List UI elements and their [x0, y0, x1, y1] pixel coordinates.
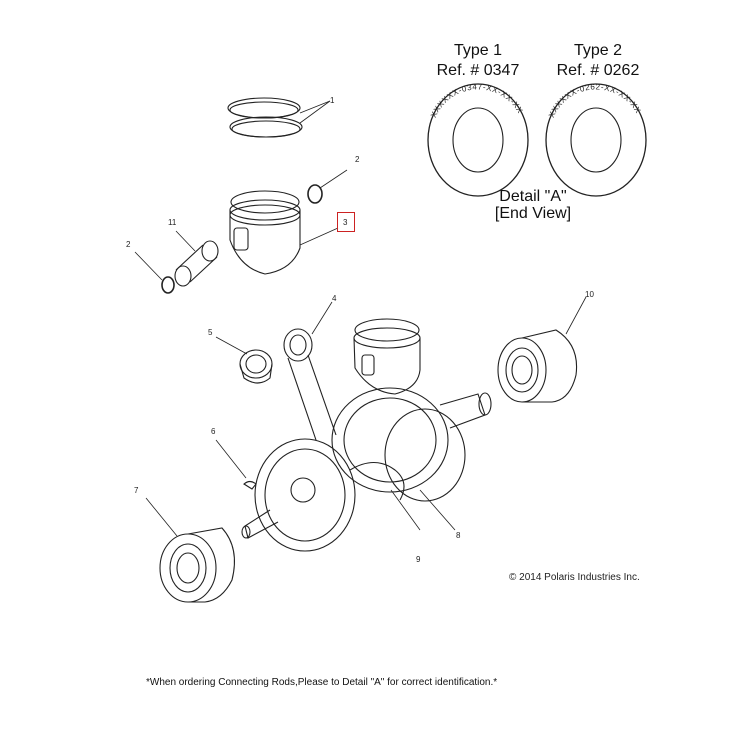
type1-title: Type 1: [453, 42, 503, 59]
svg-text:XXXXXX-0262-XX-XX-XX: XXXXXX-0262-XX-XX-XX: [547, 82, 643, 119]
callout-2-lower: 2: [126, 240, 131, 249]
crankshaft: [241, 387, 492, 552]
wrist-pin: [174, 230, 219, 287]
callout-4: 4: [332, 294, 337, 303]
callout-3: 3: [343, 218, 348, 227]
callout-5: 5: [208, 328, 213, 337]
callout-9: 9: [416, 555, 421, 564]
callout-6: 6: [211, 427, 216, 436]
type1-stamp-text: XXXXXX-0347-XX-XX-XX: [429, 82, 524, 119]
bearing-right: [497, 296, 587, 403]
callout-8: 8: [456, 531, 461, 540]
piston: [229, 190, 339, 275]
type2-title: Type 2: [573, 42, 623, 59]
callout-1: 1: [330, 96, 335, 105]
circlip-lower: [134, 251, 175, 294]
type1-ref: Ref. # 0347: [436, 62, 520, 79]
woodruff-key: [215, 439, 257, 490]
svg-text:XXXXXX-0347-XX-XX-XX: XXXXXX-0347-XX-XX-XX: [429, 82, 525, 119]
callout-10: 10: [585, 290, 594, 299]
copyright-notice: © 2014 Polaris Industries Inc.: [509, 572, 640, 583]
detail-subcaption: [End View]: [494, 205, 572, 222]
type2-ref: Ref. # 0262: [556, 62, 640, 79]
circlip-upper: [307, 169, 348, 204]
ordering-footnote: *When ordering Connecting Rods,Please to…: [146, 677, 498, 688]
detail-caption: Detail "A": [499, 188, 567, 205]
callout-11: 11: [168, 218, 177, 227]
assembled-piston: [353, 318, 421, 395]
callout-3-highlight: [337, 212, 355, 232]
callout-2-upper: 2: [355, 155, 360, 164]
connecting-rod: [283, 301, 337, 441]
bearing-left: [145, 497, 235, 603]
type2-stamp-text: XXXXXX-0262-XX-XX-XX: [547, 82, 642, 119]
piston-rings: [227, 97, 331, 138]
type2-ring: XXXXXX-0262-XX-XX-XX: [545, 82, 647, 197]
callout-7: 7: [134, 486, 139, 495]
type1-ring: XXXXXX-0347-XX-XX-XX: [427, 82, 529, 197]
needle-bearing: [215, 336, 273, 384]
